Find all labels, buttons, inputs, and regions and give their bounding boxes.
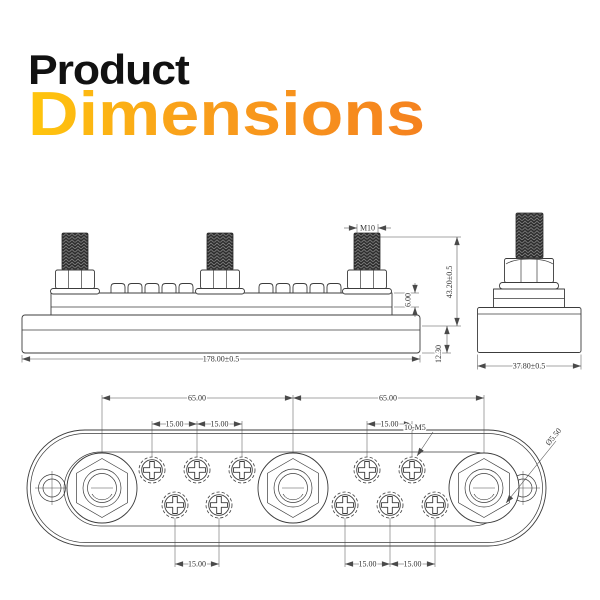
dim-terminal-pitch-left: 65.00 <box>102 392 293 404</box>
dim-stud-thread: M10 <box>344 222 391 234</box>
svg-text:15.00: 15.00 <box>211 420 229 429</box>
stud-right <box>342 232 392 295</box>
terminal-left <box>66 452 138 524</box>
svg-text:43.20±0.5: 43.20±0.5 <box>445 266 454 298</box>
svg-text:M10: M10 <box>360 224 375 233</box>
svg-text:65.00: 65.00 <box>188 394 206 403</box>
svg-text:15.00: 15.00 <box>166 420 184 429</box>
svg-text:15.00: 15.00 <box>381 420 399 429</box>
title-line-2: Dimensions <box>28 79 426 149</box>
svg-text:15.00: 15.00 <box>404 560 422 569</box>
end-view-drawing: 37.80±0.5 <box>477 212 582 372</box>
terminal-middle <box>257 452 329 524</box>
dim-screw-pitch-top: 15.00 15.00 15.00 <box>152 418 412 430</box>
dim-terminal-pitch-right: 65.00 <box>293 392 484 404</box>
dim-base-height: 12.30 <box>422 326 451 364</box>
terminal-right <box>448 452 520 524</box>
svg-text:6.00: 6.00 <box>404 293 413 307</box>
dim-screw-pitch-bottom: 15.00 15.00 15.00 <box>175 558 435 570</box>
dim-overall-height: 43.20±0.5 <box>380 236 461 327</box>
side-view-drawing: M10 43.20±0.5 6.00 12.30 178 <box>21 222 461 365</box>
svg-text:178.00±0.5: 178.00±0.5 <box>203 355 239 364</box>
svg-text:12.30: 12.30 <box>434 345 443 363</box>
svg-text:10-M5: 10-M5 <box>404 423 426 432</box>
stud-middle <box>195 232 245 295</box>
svg-text:37.80±0.5: 37.80±0.5 <box>513 362 545 371</box>
callout-screw-thread: 10-M5 <box>403 422 434 457</box>
dim-overall-length: 178.00±0.5 <box>21 353 421 365</box>
dim-overall-width: 37.80±0.5 <box>477 354 582 372</box>
dim-bar-thickness: 6.00 <box>394 283 419 317</box>
svg-text:15.00: 15.00 <box>359 560 377 569</box>
page-title: Product Dimensions <box>28 49 425 146</box>
top-view-drawing: 65.00 65.00 15.00 15.00 15.00 10-M5 Ø5.5… <box>26 392 565 570</box>
stud-left <box>50 232 100 295</box>
svg-text:15.00: 15.00 <box>188 560 206 569</box>
svg-text:65.00: 65.00 <box>379 394 397 403</box>
title-line-1: Product <box>28 46 190 93</box>
